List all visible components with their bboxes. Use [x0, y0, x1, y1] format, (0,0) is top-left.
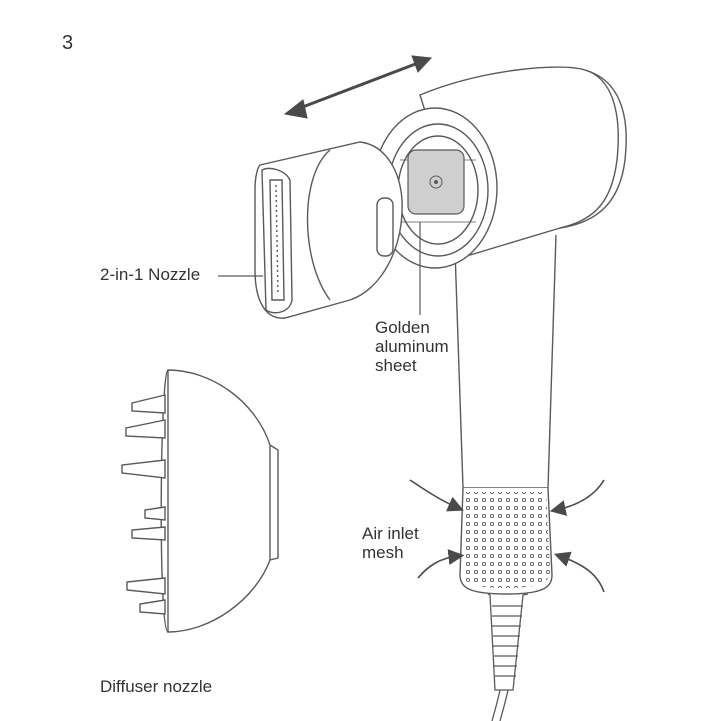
air-inlet-label-line: mesh: [362, 543, 404, 562]
diffuser-nozzle: [121, 369, 279, 633]
golden-sheet-label-line: sheet: [375, 356, 417, 375]
attach-direction-arrow: [283, 55, 433, 119]
airflow-arrows: [409, 479, 605, 593]
air-inlet-label-line: Air inlet: [362, 524, 419, 543]
two-in-one-nozzle: [254, 141, 403, 319]
golden-sheet-label: Golden aluminum sheet: [375, 318, 449, 375]
golden-sheet-label-line: aluminum: [375, 337, 449, 356]
golden-aluminum-sheet: [407, 149, 465, 215]
air-inlet-label: Air inlet mesh: [362, 524, 419, 562]
air-inlet-mesh: [462, 492, 550, 588]
step-number: 3: [62, 32, 74, 54]
power-cable: [487, 593, 529, 721]
diffuser-label: Diffuser nozzle: [100, 677, 213, 696]
nozzle-label: 2-in-1 Nozzle: [100, 265, 201, 284]
golden-sheet-label-line: Golden: [375, 318, 430, 337]
